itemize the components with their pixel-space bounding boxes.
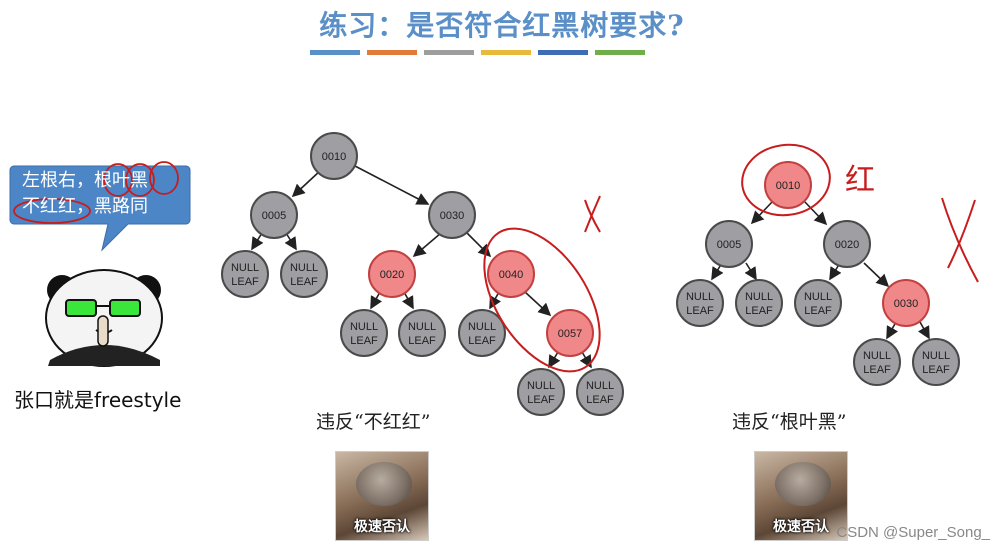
bubble-line-2: 不红红，黑路同: [22, 196, 148, 217]
tree1-node-0005: 0005: [250, 191, 298, 239]
color-bar-5: [538, 50, 588, 55]
null-label: NULL: [745, 291, 773, 303]
leaf-label: LEAF: [408, 335, 436, 347]
node-key: 0005: [717, 239, 741, 251]
node-key: 0030: [440, 210, 464, 222]
bubble-line-1: 左根右，根叶黑: [22, 170, 148, 191]
tree1-null-leaf: NULL LEAF: [280, 250, 328, 298]
color-bar-2: [367, 50, 417, 55]
cat-image: [775, 462, 831, 506]
tree2-null-leaf: NULL LEAF: [912, 338, 960, 386]
tree1-null-leaf: NULL LEAF: [398, 309, 446, 357]
thumbnail-label: 极速否认: [354, 519, 410, 535]
tree1-handwritten-annotation: [483, 195, 601, 373]
leaf-label: LEAF: [863, 364, 891, 376]
deny-meme-thumbnail-1: 极速否认: [335, 451, 429, 541]
null-label: NULL: [350, 321, 378, 333]
tree1-node-0030: 0030: [428, 191, 476, 239]
tree2-handwritten-annotation: [741, 143, 979, 283]
null-label: NULL: [408, 321, 436, 333]
tree1-null-leaf: NULL LEAF: [458, 309, 506, 357]
null-label: NULL: [586, 380, 614, 392]
tree2-caption: 违反“根叶黑”: [732, 411, 847, 433]
node-key: 0020: [835, 239, 859, 251]
color-bar-3: [424, 50, 474, 55]
null-label: NULL: [468, 321, 496, 333]
tree2-edges: [711, 200, 930, 340]
node-key: 0010: [322, 151, 346, 163]
bubble-handwritten-circles: [13, 161, 179, 224]
tree2-node-0005: 0005: [705, 220, 753, 268]
tree2-null-leaf: NULL LEAF: [735, 279, 783, 327]
null-label: NULL: [527, 380, 555, 392]
null-label: NULL: [804, 291, 832, 303]
tree1-null-leaf: NULL LEAF: [517, 368, 565, 416]
tree1-null-leaf: NULL LEAF: [221, 250, 269, 298]
leaf-label: LEAF: [804, 305, 832, 317]
node-key: 0040: [499, 269, 523, 281]
leaf-label: LEAF: [922, 364, 950, 376]
leaf-label: LEAF: [586, 394, 614, 406]
cat-image: [356, 462, 412, 506]
tree2-null-leaf: NULL LEAF: [853, 338, 901, 386]
tree2-node-0010: 0010: [764, 161, 812, 209]
tree1-node-0040: 0040: [487, 250, 535, 298]
node-key: 0010: [776, 180, 800, 192]
node-key: 0005: [262, 210, 286, 222]
leaf-label: LEAF: [527, 394, 555, 406]
null-label: NULL: [922, 350, 950, 362]
color-bar-6: [595, 50, 645, 55]
null-label: NULL: [686, 291, 714, 303]
tree2-node-0030: 0030: [882, 279, 930, 327]
deny-meme-thumbnail-2: 极速否认: [754, 451, 848, 541]
leaf-label: LEAF: [350, 335, 378, 347]
panda-meme-image: [45, 269, 163, 367]
tree2-null-leaf: NULL LEAF: [676, 279, 724, 327]
tree2-null-leaf: NULL LEAF: [794, 279, 842, 327]
leaf-label: LEAF: [468, 335, 496, 347]
color-bar-4: [481, 50, 531, 55]
leaf-label: LEAF: [745, 305, 773, 317]
thumbnail-label: 极速否认: [773, 519, 829, 535]
leaf-label: LEAF: [231, 276, 259, 288]
tree1-null-leaf: NULL LEAF: [340, 309, 388, 357]
page-title: 练习：是否符合红黑树要求?: [319, 9, 685, 42]
node-key: 0030: [894, 298, 918, 310]
color-bar-1: [310, 50, 360, 55]
speech-bubble: [9, 165, 191, 252]
leaf-label: LEAF: [686, 305, 714, 317]
tree1-null-leaf: NULL LEAF: [576, 368, 624, 416]
tree1-node-0020: 0020: [368, 250, 416, 298]
node-key: 0020: [380, 269, 404, 281]
tree1-node-0010: 0010: [310, 132, 358, 180]
tree2-node-0020: 0020: [823, 220, 871, 268]
leaf-label: LEAF: [290, 276, 318, 288]
node-key: 0057: [558, 328, 582, 340]
null-label: NULL: [290, 262, 318, 274]
csdn-watermark: CSDN @Super_Song_: [836, 524, 990, 541]
tree2-handwritten-red-char: 红: [845, 163, 875, 198]
null-label: NULL: [231, 262, 259, 274]
tree1-node-0057: 0057: [546, 309, 594, 357]
tree1-caption: 违反“不红红”: [316, 411, 431, 433]
null-label: NULL: [863, 350, 891, 362]
panda-caption: 张口就是freestyle: [14, 388, 182, 412]
